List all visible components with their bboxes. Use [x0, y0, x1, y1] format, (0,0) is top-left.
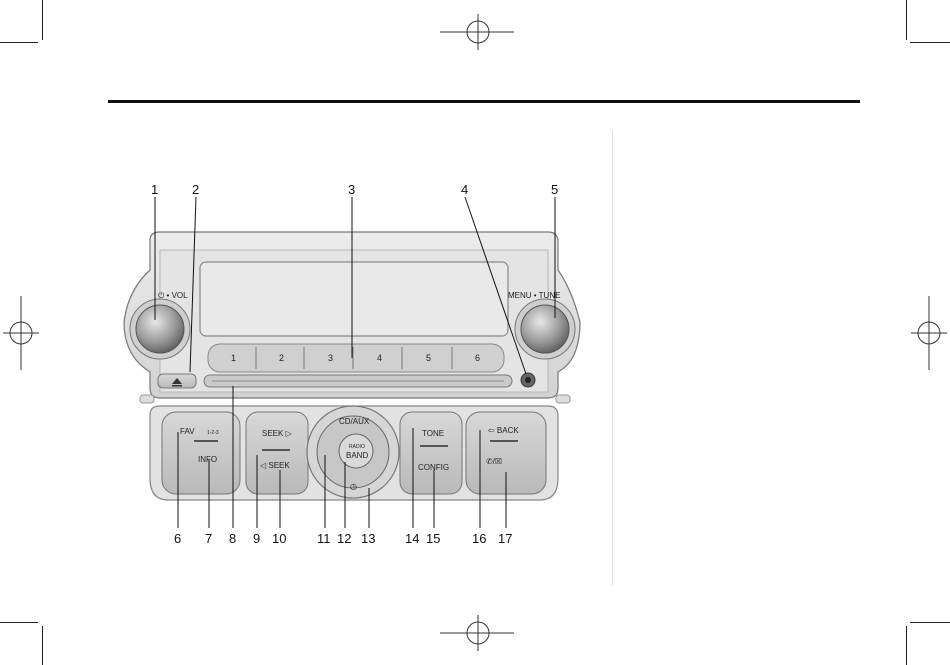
- seek-down-label: ◁ SEEK: [260, 461, 290, 470]
- callout-17: 17: [498, 531, 512, 546]
- callout-9: 9: [253, 531, 260, 546]
- callout-12: 12: [337, 531, 351, 546]
- preset-button-5[interactable]: 5: [426, 353, 431, 363]
- callout-6: 6: [174, 531, 181, 546]
- callout-14: 14: [405, 531, 419, 546]
- callout-2: 2: [192, 182, 199, 197]
- info-label: INFO: [198, 455, 217, 464]
- callout-11: 11: [317, 531, 331, 546]
- phone-mute-icon: ✆/☒: [486, 457, 502, 466]
- seek-button: [246, 412, 308, 494]
- volume-knob-label: ⏻ • VOL: [158, 291, 188, 300]
- clock-icon: ◷: [350, 482, 357, 491]
- preset-button-1[interactable]: 1: [231, 353, 236, 363]
- radio-label: RADIO: [349, 444, 365, 450]
- callout-1: 1: [151, 182, 158, 197]
- display-screen: [200, 262, 508, 336]
- callout-5: 5: [551, 182, 558, 197]
- fav-sub-label: 1-2-3: [207, 430, 219, 436]
- callout-4: 4: [461, 182, 468, 197]
- callout-15: 15: [426, 531, 440, 546]
- callout-10: 10: [272, 531, 286, 546]
- callout-13: 13: [361, 531, 375, 546]
- preset-button-2[interactable]: 2: [279, 353, 284, 363]
- tone-label: TONE: [422, 429, 444, 438]
- fav-label: FAV: [180, 427, 195, 436]
- back-label: ⇦ BACK: [488, 426, 519, 435]
- tone-config-button: [400, 412, 462, 494]
- preset-strip: [208, 344, 504, 372]
- preset-button-4[interactable]: 4: [377, 353, 382, 363]
- fav-info-button: [162, 412, 240, 494]
- tune-knob: [521, 305, 569, 353]
- callout-8: 8: [229, 531, 236, 546]
- seek-up-label: SEEK ▷: [262, 429, 293, 438]
- cd-aux-label: CD/AUX: [339, 417, 370, 426]
- preset-button-3[interactable]: 3: [328, 353, 333, 363]
- preset-button-6[interactable]: 6: [475, 353, 480, 363]
- volume-knob: [136, 305, 184, 353]
- callout-7: 7: [205, 531, 212, 546]
- config-label: CONFIG: [418, 463, 449, 472]
- callout-16: 16: [472, 531, 486, 546]
- tune-knob-label: MENU • TUNE: [508, 291, 560, 300]
- band-label: BAND: [346, 451, 368, 460]
- callout-3: 3: [348, 182, 355, 197]
